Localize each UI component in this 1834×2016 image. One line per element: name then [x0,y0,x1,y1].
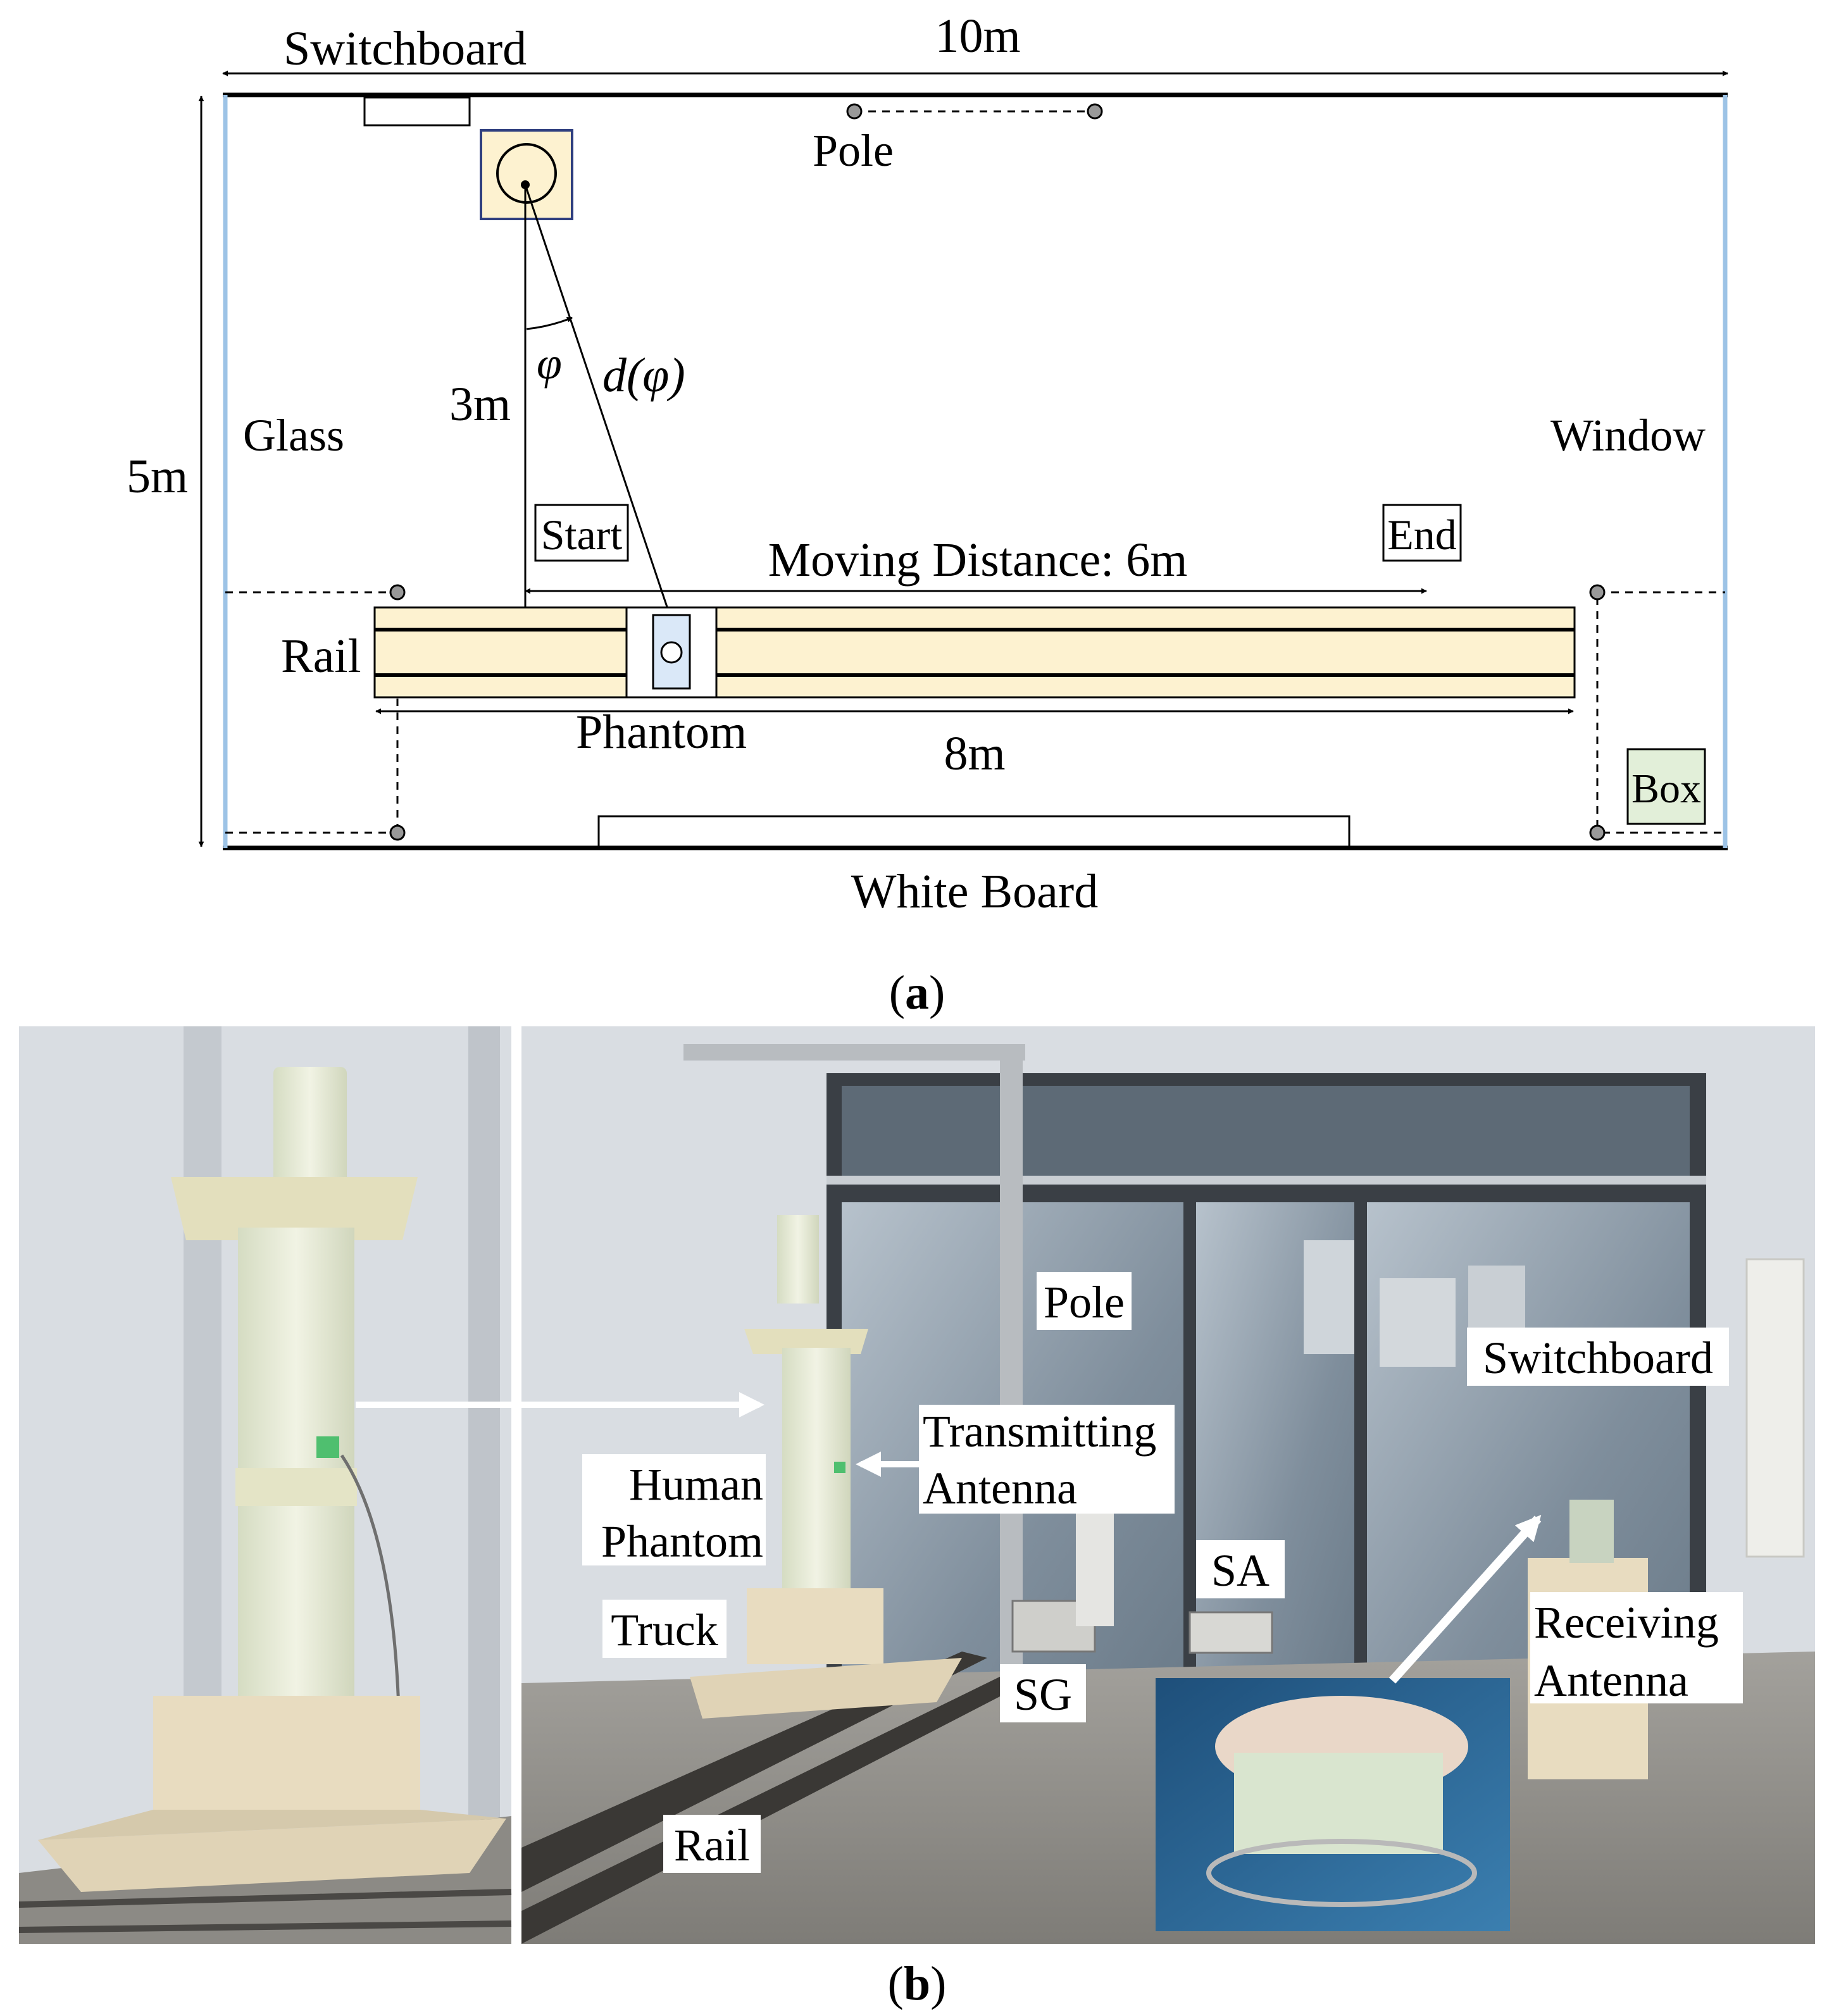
phi-arc [526,316,573,330]
phantom-label: Phantom [576,706,747,759]
svg-text:Transmitting: Transmitting [923,1406,1156,1457]
start-box [534,504,629,562]
switchboard-label: Switchboard [284,22,527,75]
rail-length-label: 8m [944,727,1005,780]
label-truck: Truck [602,1600,727,1658]
distance-label: d(φ) [602,349,685,402]
end-label: End [1387,511,1457,559]
window-label: Window [1550,410,1706,461]
phi-label: φ [537,338,562,389]
side-pole-1 [389,584,406,600]
svg-text:SA: SA [1211,1545,1269,1596]
width-dimension-label: 10m [935,9,1020,63]
svg-text:Antenna: Antenna [923,1463,1077,1514]
box-shape [1626,748,1706,825]
panel-b-photos: Pole Switchboard Transmitting Antenna Hu… [18,1026,1815,2010]
svg-text:Switchboard: Switchboard [1483,1333,1713,1383]
label-pole: Pole [1037,1272,1132,1330]
rail-shape [373,606,1576,699]
svg-text:Phantom: Phantom [601,1516,763,1567]
side-pole-2 [1589,584,1606,600]
svg-text:Pole: Pole [1044,1277,1125,1328]
label-sa: SA [1196,1540,1285,1598]
side-pole-3 [389,824,406,841]
white-board-shape [597,815,1351,848]
svg-text:SG: SG [1014,1669,1072,1720]
caption-b: (b) [888,1957,947,2010]
label-human-phantom: Human Phantom [582,1454,766,1567]
three-m-label: 3m [449,378,511,431]
distance-line [524,184,670,613]
height-dimension-label: 5m [127,450,188,503]
receiving-antenna-circle [496,143,557,204]
svg-text:Rail: Rail [674,1820,750,1870]
box-label: Box [1631,766,1701,812]
end-box [1382,504,1462,562]
svg-text:Human: Human [629,1459,763,1510]
start-label: Start [541,511,623,559]
pole-marker-2 [1087,103,1103,120]
label-sg: SG [1000,1664,1086,1722]
pole-label: Pole [813,125,894,176]
phantom-circle [660,641,683,664]
rail-label: Rail [281,630,361,683]
side-pole-4 [1589,824,1606,841]
phantom-closeup-photo [18,1026,512,1944]
switchboard-shape [363,96,471,127]
svg-text:Truck: Truck [611,1605,718,1655]
moving-distance-label: Moving Distance: 6m [768,533,1188,587]
caption-a: (a) [889,966,945,1019]
panel-a-floor-plan: 10m 5m Switchboard Pole 3m φ d(φ) Glass … [127,9,1728,1019]
pole-marker-1 [846,103,863,120]
label-switchboard: Switchboard [1467,1328,1729,1386]
receiving-pointer-arrow [1388,1515,1542,1684]
white-board-label: White Board [851,865,1098,918]
label-rail: Rail [663,1815,761,1873]
svg-text:Receiving: Receiving [1534,1597,1719,1648]
label-receiving-antenna: Receiving Antenna [1530,1592,1743,1706]
svg-text:Antenna: Antenna [1534,1655,1688,1706]
label-transmitting-antenna: Transmitting Antenna [919,1405,1175,1514]
glass-label: Glass [243,410,344,461]
